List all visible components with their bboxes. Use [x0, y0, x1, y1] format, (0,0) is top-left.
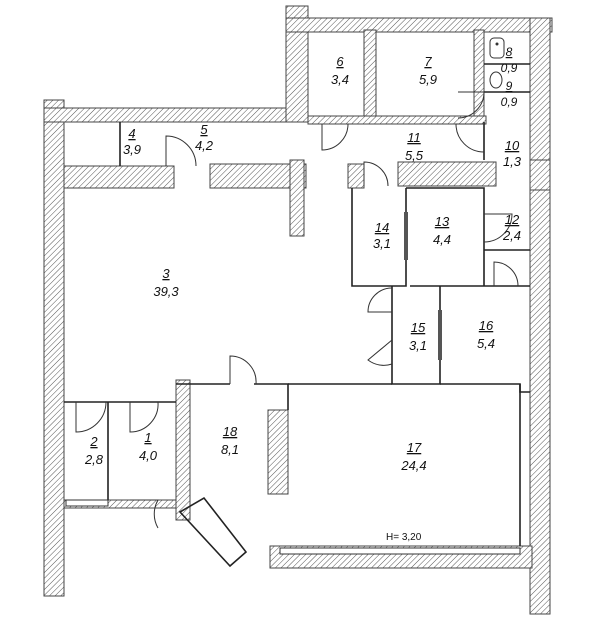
doors — [75, 91, 519, 529]
pier-room-3 — [289, 159, 305, 237]
upper-block-left-wall — [285, 5, 309, 123]
bath-fixtures — [489, 37, 505, 89]
wall-stub-11-right — [397, 161, 497, 187]
bay-window — [178, 496, 248, 568]
wall-notch-10 — [529, 159, 551, 191]
walls — [43, 5, 553, 615]
wall-room-18-left — [175, 379, 191, 521]
right-outer-wall — [529, 17, 551, 615]
wall-under-4-5 — [63, 165, 175, 189]
wall-bottom-6-7 — [307, 115, 487, 125]
ceiling-height-note: H= 3,20 — [386, 532, 422, 543]
left-outer-wall — [43, 99, 65, 597]
partitions — [64, 63, 530, 568]
top-wall-upper-block — [285, 17, 553, 33]
wall-6-7 — [363, 29, 377, 123]
wall-stub-11-left — [347, 163, 365, 189]
sliding-panels — [404, 212, 442, 360]
top-wall-left-block — [43, 107, 293, 123]
windows — [65, 499, 521, 555]
wall-room-18-right — [267, 409, 289, 495]
wall-bottom-left — [63, 499, 177, 509]
